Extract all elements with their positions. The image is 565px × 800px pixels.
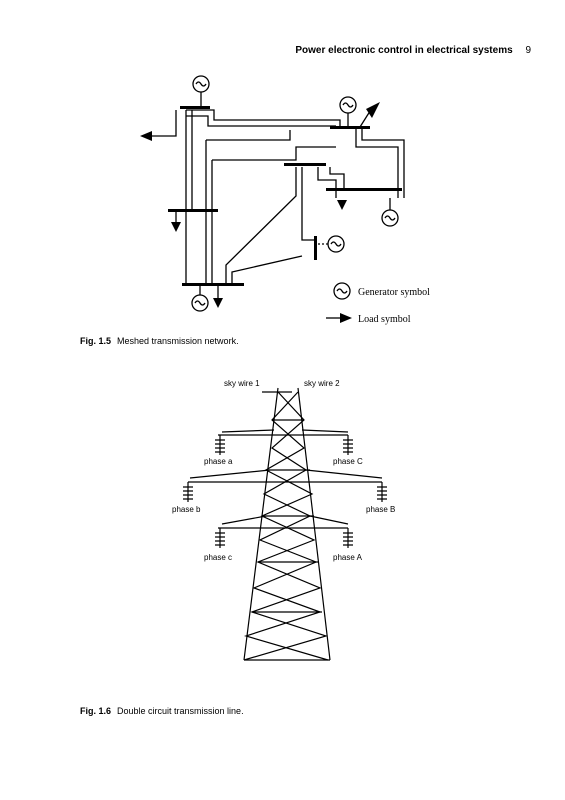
generator-top-icon [192, 75, 210, 106]
generator-bottom-icon [191, 285, 209, 312]
phase-b-upper-label: phase B [366, 505, 395, 514]
phase-a-lower-label: phase a [204, 457, 233, 466]
legend-generator-label: Generator symbol [358, 287, 430, 298]
figure-1-6-label: Fig. 1.6 [80, 706, 112, 716]
legend-generator-icon [333, 282, 351, 300]
phase-a-upper-label: phase A [333, 553, 363, 562]
generator-right-top-icon [339, 96, 357, 127]
meshed-network-diagram: Generator symbol Load symbol [140, 75, 430, 325]
insulator-phase-b-lower-icon [183, 482, 193, 502]
running-title: Power electronic control in electrical s… [295, 45, 513, 56]
insulator-phase-a-lower-icon [215, 435, 225, 455]
legend-load-label: Load symbol [358, 314, 411, 325]
phase-c-lower-label: phase c [204, 553, 232, 562]
insulator-phase-a-upper-icon [343, 528, 353, 548]
legend: Generator symbol Load symbol [326, 282, 430, 325]
legend-load-icon [326, 313, 352, 323]
insulator-phase-c-lower-icon [215, 528, 225, 548]
figure-1-5-caption-text: Meshed transmission network. [117, 336, 239, 346]
figure-1-6-caption: Fig. 1.6 Double circuit transmission line… [80, 706, 244, 716]
figure-1-6-caption-text: Double circuit transmission line. [117, 706, 244, 716]
figure-1-5-caption: Fig. 1.5 Meshed transmission network. [80, 336, 239, 346]
running-head: Power electronic control in electrical s… [295, 45, 531, 56]
generator-mid-icon [316, 235, 345, 253]
generator-right-icon [381, 198, 399, 227]
insulator-phase-b-upper-icon [377, 482, 387, 502]
tower-structure [188, 387, 383, 661]
phase-b-lower-label: phase b [172, 505, 201, 514]
page-number: 9 [525, 45, 531, 56]
sky-wire-1-label: sky wire 1 [224, 379, 260, 388]
sky-wire-2-label: sky wire 2 [304, 379, 340, 388]
insulator-phase-c-upper-icon [343, 435, 353, 455]
phase-c-upper-label: phase C [333, 457, 363, 466]
figure-1-5-label: Fig. 1.5 [80, 336, 112, 346]
